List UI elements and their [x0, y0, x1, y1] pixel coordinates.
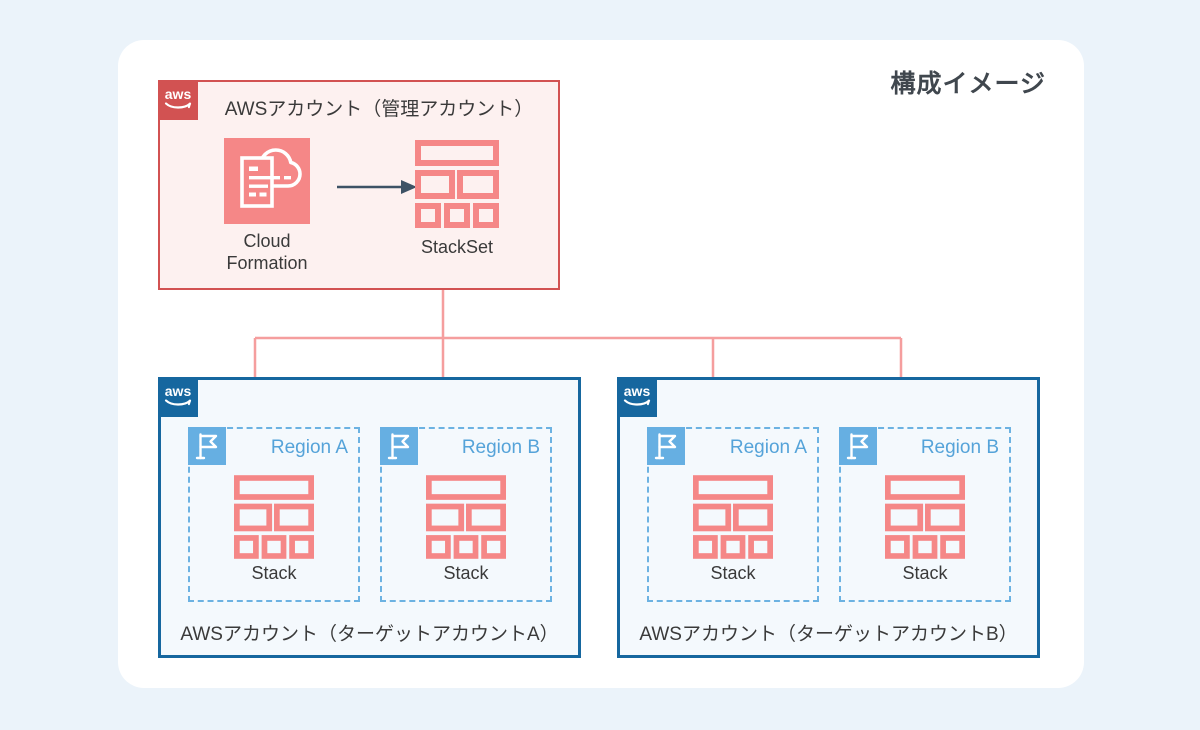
target-account-b-box: Region A Stack Region B Stack AWSアカウント（タ…	[617, 377, 1040, 658]
target-account-a-label: AWSアカウント（ターゲットアカウントA）	[180, 624, 559, 645]
stack-label: Stack	[251, 563, 297, 583]
stack-label: Stack	[443, 563, 489, 583]
region-flag-icon	[380, 427, 418, 465]
management-account-label: AWSアカウント（管理アカウント）	[224, 99, 534, 120]
region-name: Region A	[270, 437, 348, 458]
stackset-label: StackSet	[420, 237, 494, 257]
region-flag-icon	[188, 427, 226, 465]
region-box-b-region-a: Region A Stack	[647, 427, 819, 602]
cloudformation-label: Cloud Formation	[181, 230, 353, 274]
cloudformation-icon	[224, 138, 310, 224]
cloudformation-glyph	[240, 148, 302, 208]
stack-icon	[693, 475, 773, 559]
arrow-right-icon	[337, 180, 417, 194]
region-name: Region B	[461, 437, 540, 458]
stack-icon	[234, 475, 314, 559]
aws-logo-badge	[158, 377, 198, 417]
aws-logo-icon	[158, 377, 198, 417]
diagram-card: 構成イメージ AWSアカウント（管理アカウント）	[118, 40, 1084, 688]
region-box-b-region-b: Region B Stack	[839, 427, 1011, 602]
target-account-a-box: Region A Stack Region B Stack AWSアカウント（タ…	[158, 377, 581, 658]
template-document	[240, 156, 274, 208]
aws-logo-badge	[158, 80, 198, 120]
stack-icon	[885, 475, 965, 559]
region-name: Region B	[920, 437, 999, 458]
region-flag-icon	[647, 427, 685, 465]
region-flag-icon	[839, 427, 877, 465]
region-name: Region A	[729, 437, 807, 458]
cloudformation-label-line2: Formation	[226, 253, 308, 273]
stack-label: Stack	[710, 563, 756, 583]
page-title: 構成イメージ	[890, 70, 1046, 98]
target-account-b-label: AWSアカウント（ターゲットアカウントB）	[639, 624, 1018, 645]
aws-logo-icon	[158, 80, 198, 120]
region-box-a-region-a: Region A Stack	[188, 427, 360, 602]
aws-logo-badge	[617, 377, 657, 417]
region-box-a-region-b: Region B Stack	[380, 427, 552, 602]
stack-icon	[426, 475, 506, 559]
stackset-icon	[415, 140, 499, 228]
management-account-box: AWSアカウント（管理アカウント） Cloud Formation	[158, 80, 560, 290]
cloudformation-label-line1: Cloud	[243, 231, 291, 251]
stack-label: Stack	[902, 563, 948, 583]
aws-logo-icon	[617, 377, 657, 417]
